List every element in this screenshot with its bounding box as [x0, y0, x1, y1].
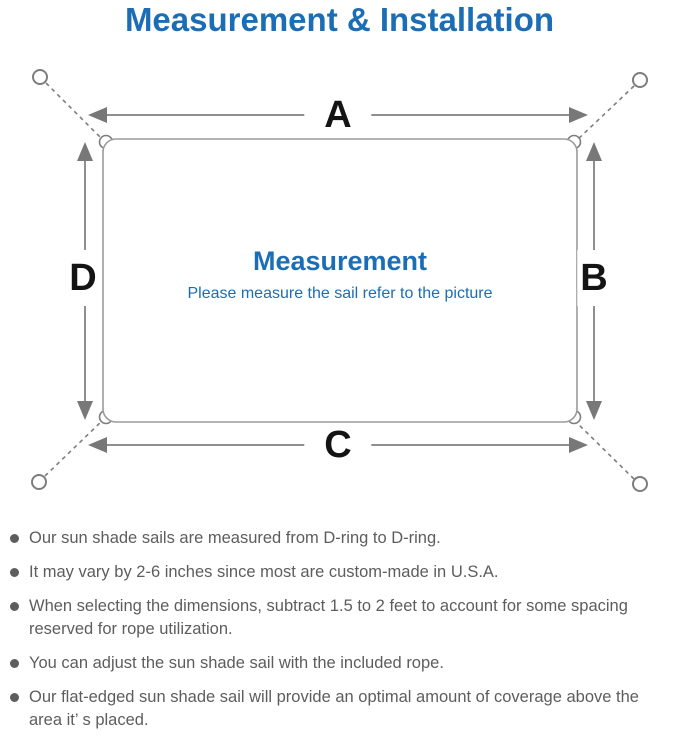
note-text: When selecting the dimensions, subtract … [29, 597, 628, 638]
rope-dashed-line-bottom-left [44, 418, 105, 477]
note-text: Our sun shade sails are measured from D-… [29, 529, 441, 547]
arrowhead-c-right [569, 437, 588, 453]
note-text: It may vary by 2-6 inches since most are… [29, 563, 499, 581]
anchor-ring-icon-top-right [632, 72, 648, 88]
bullet-icon [10, 659, 19, 668]
bullet-icon [10, 693, 19, 702]
rope-dashed-line-top-right [574, 85, 635, 143]
arrowhead-b-top [586, 142, 602, 161]
note-text: Our flat-edged sun shade sail will provi… [29, 688, 639, 729]
bullet-icon [10, 568, 19, 577]
arrowhead-c-left [88, 437, 107, 453]
dimension-label-b: B [577, 250, 611, 306]
arrowhead-a-left [88, 107, 107, 123]
bullet-icon [10, 602, 19, 611]
sail-outline [102, 138, 578, 423]
bullet-icon [10, 534, 19, 543]
arrowhead-b-bottom [586, 401, 602, 420]
note-item: Our flat-edged sun shade sail will provi… [10, 686, 672, 732]
arrowhead-a-right [569, 107, 588, 123]
rope-dashed-line-bottom-right [573, 419, 635, 480]
measurement-diagram: A B C D Measurement Please measure the s… [0, 50, 679, 510]
notes-list: Our sun shade sails are measured from D-… [10, 527, 672, 739]
note-item: Our sun shade sails are measured from D-… [10, 527, 672, 550]
note-item: It may vary by 2-6 inches since most are… [10, 561, 672, 584]
arrowhead-d-top [77, 142, 93, 161]
diagram-subheading: Please measure the sail refer to the pic… [187, 285, 493, 302]
dimension-label-d: D [66, 250, 100, 306]
diagram-canvas [31, 69, 648, 492]
diagram-center-text: Measurement Please measure the sail refe… [130, 246, 550, 303]
anchor-ring-icon-top-left [32, 69, 48, 85]
anchor-ring-icon-bottom-right [632, 476, 648, 492]
rope-dashed-line-top-left [45, 82, 105, 142]
note-item: When selecting the dimensions, subtract … [10, 595, 672, 641]
dimension-label-a: A [304, 95, 372, 135]
arrowhead-d-bottom [77, 401, 93, 420]
dimension-label-c: C [304, 425, 372, 465]
note-item: You can adjust the sun shade sail with t… [10, 652, 672, 675]
anchor-ring-icon-bottom-left [31, 474, 47, 490]
note-text: You can adjust the sun shade sail with t… [29, 654, 444, 672]
diagram-heading: Measurement [252, 246, 428, 276]
page-title: Measurement & Installation [124, 1, 555, 38]
